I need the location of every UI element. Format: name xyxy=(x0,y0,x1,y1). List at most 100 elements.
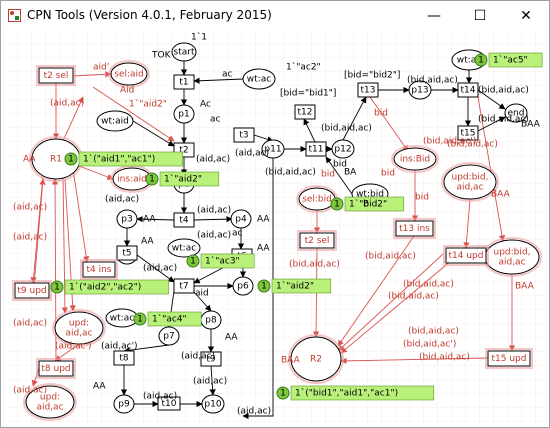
transition-t1[interactable]: t1 xyxy=(173,74,195,90)
transition-t2sel-r[interactable]: t2 sel xyxy=(297,230,337,251)
arc-inscription-7: 1`"aid2" xyxy=(129,99,167,110)
place-upd-bid-aid-ac2[interactable]: upd:bid,aid,ac xyxy=(482,237,542,277)
arc-black-16 xyxy=(193,291,212,312)
transition-t14[interactable]: t14 xyxy=(457,82,479,98)
transition-t3[interactable]: t3 xyxy=(233,127,255,143)
place-wt-ac2[interactable]: wt:ac xyxy=(167,238,201,258)
transition-t14upd[interactable]: t14 upd xyxy=(443,245,489,266)
place-wt-ac[interactable]: wt:ac xyxy=(242,68,276,90)
petri-net-diagram[interactable]: startwt:acp1wt:aidp2p3p4p5p6wt:acwt:acp7… xyxy=(3,32,547,425)
transition-t10[interactable]: t10 xyxy=(157,396,181,411)
place-label-wt-aid: wt:aid xyxy=(101,117,129,127)
transition-label-t5: t5 xyxy=(122,249,131,259)
arc-inscription-53: (bid,aid,ac) xyxy=(408,327,459,337)
arc-inscription-10: (aid,ac) xyxy=(235,149,269,159)
arc-inscription-12: (aid,ac) xyxy=(105,195,139,205)
place-p10[interactable]: p10 xyxy=(201,394,225,414)
arc-black-11 xyxy=(136,254,175,283)
place-sel-aid[interactable]: sel:aid xyxy=(108,60,150,88)
place-wt-ac3[interactable]: wt:ac xyxy=(105,308,139,328)
place-sel-bid[interactable]: sel:bid xyxy=(296,185,338,213)
minimize-button[interactable]: — xyxy=(427,8,441,24)
transition-t13[interactable]: t13 xyxy=(357,82,379,98)
transition-t4ins[interactable]: t4 ins xyxy=(80,259,118,280)
close-button[interactable]: ✕ xyxy=(520,8,532,24)
place-label-end: end xyxy=(508,109,525,119)
token-ac2[interactable]: 1`"ac2" xyxy=(286,62,321,73)
arc-inscription-32: (aid,ac) xyxy=(13,386,47,396)
inscription-aidp: aid' xyxy=(93,63,109,73)
inscription-baa: BAA xyxy=(521,120,541,130)
petri-net-canvas[interactable]: startwt:acp1wt:aidp2p3p4p5p6wt:acwt:acp7… xyxy=(3,32,547,425)
inscription-aid: aid xyxy=(195,289,209,299)
arc-inscription-20: AA xyxy=(257,244,270,254)
place-p8[interactable]: p8 xyxy=(200,310,222,330)
transition-t4[interactable]: t4 xyxy=(173,212,195,228)
inscription-baa: BAA xyxy=(491,190,511,200)
place-wt-aid[interactable]: wt:aid xyxy=(96,110,134,132)
place-R2[interactable]: R2 xyxy=(288,334,344,384)
transition-t9upd[interactable]: t9 upd xyxy=(12,280,52,301)
inscription-aa: AA xyxy=(257,215,270,225)
place-p7[interactable]: p7 xyxy=(158,326,180,346)
place-p4[interactable]: p4 xyxy=(230,209,252,229)
arc-inscription-6: ac xyxy=(210,115,221,125)
inscription-bid: bid xyxy=(381,169,395,179)
inscription-aidac: (aid,ac) xyxy=(13,233,47,243)
transition-t7[interactable]: t7 xyxy=(173,278,195,294)
arc-inscription-11: (aid,ac) xyxy=(13,203,47,213)
arc-red-17 xyxy=(463,198,471,249)
transition-t11[interactable]: t11 xyxy=(305,141,327,157)
place-p13[interactable]: p13 xyxy=(408,80,432,100)
transition-t8upd[interactable]: t8 upd xyxy=(36,358,76,379)
token-start[interactable]: 1`1 xyxy=(191,32,207,43)
arc-inscription-49: (bid,aid,ac) xyxy=(289,260,340,270)
place-end[interactable]: end xyxy=(504,103,528,123)
place-p1[interactable]: p1 xyxy=(173,104,195,124)
inscription-aidac: (aid,ac) xyxy=(50,99,84,109)
place-upd-bid-aid-ac[interactable]: upd:bid,aid,ac xyxy=(441,162,499,202)
transition-label-t14upd: t14 upd xyxy=(449,251,484,261)
arc-inscription-42: BAA xyxy=(515,282,535,292)
place-label-R2: R2 xyxy=(310,355,322,365)
place-p6[interactable]: p6 xyxy=(232,276,254,296)
transition-t5[interactable]: t5 xyxy=(116,245,138,261)
transition-t15upd[interactable]: t15 upd xyxy=(485,348,533,369)
transition-t15[interactable]: t15 xyxy=(457,125,479,141)
transition-t12[interactable]: t12 xyxy=(294,104,316,120)
transition-t13ins[interactable]: t13 ins xyxy=(393,218,436,239)
place-ins-bid[interactable]: ins:Bid xyxy=(391,145,439,173)
place-p9[interactable]: p9 xyxy=(113,394,135,414)
arc-inscription-18: ac xyxy=(232,229,243,239)
transition-label-t4: t4 xyxy=(179,216,189,226)
place-label-p11: p11 xyxy=(264,145,281,155)
arc-inscription-28: AA xyxy=(93,382,106,392)
maximize-button[interactable]: ☐ xyxy=(473,8,487,24)
transition-t2sel[interactable]: t2 sel xyxy=(36,65,76,86)
transition-t9[interactable]: t9 xyxy=(200,351,222,367)
place-label-upd-aid-ac: upd: xyxy=(69,319,89,329)
place-start[interactable]: start xyxy=(171,42,197,62)
place-upd-aid-ac2[interactable]: upd:aid,ac xyxy=(23,383,77,421)
inscription-aa: AA xyxy=(93,382,106,392)
transition-label-t2: t2 xyxy=(179,146,188,156)
arc-red-6 xyxy=(32,178,46,299)
place-label-upd-aid-ac: aid,ac xyxy=(65,329,92,339)
arc-inscription-13: (aid,ac) xyxy=(197,206,231,216)
place-upd-aid-ac[interactable]: upd:aid,ac xyxy=(52,309,106,347)
place-p12[interactable]: p12 xyxy=(331,139,355,159)
place-p3[interactable]: p3 xyxy=(116,209,138,229)
transition-t8[interactable]: t8 xyxy=(113,350,135,366)
place-label-wt-ac3: wt:ac xyxy=(110,314,134,324)
place-p11[interactable]: p11 xyxy=(261,139,285,159)
arc-black-35 xyxy=(132,120,175,147)
